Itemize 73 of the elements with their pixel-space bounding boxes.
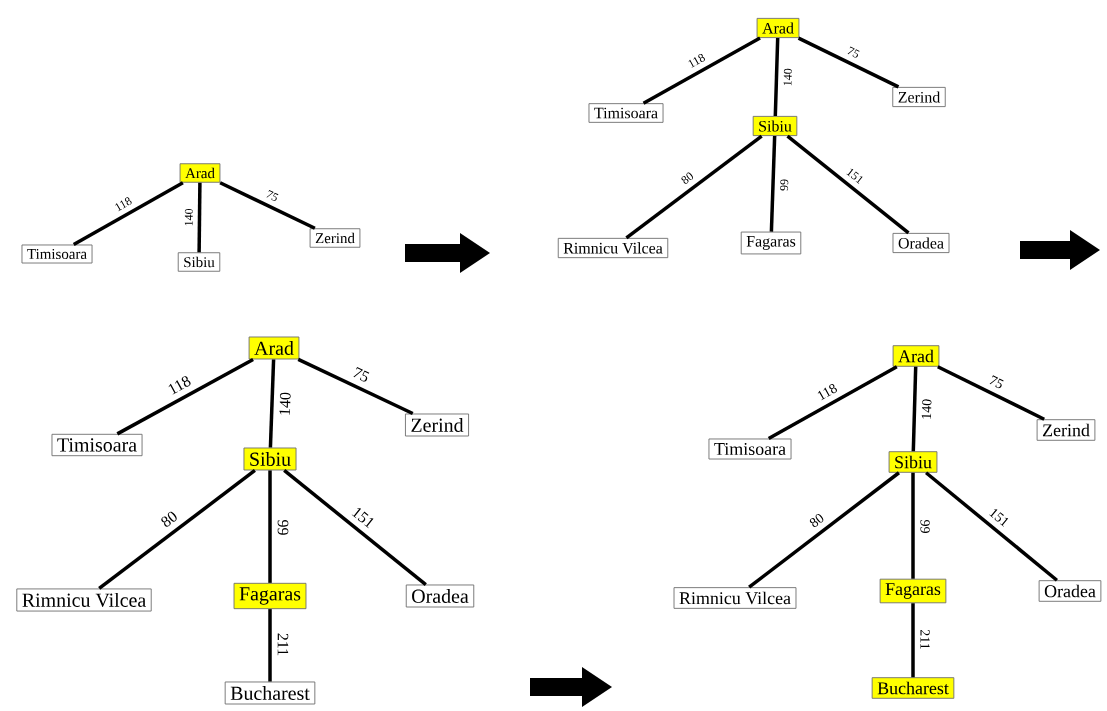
edge-label: 140 [279,392,291,415]
road-line [911,366,918,452]
road-line [748,471,900,589]
edge-label: 75 [847,46,860,58]
edge-label: 211 [277,633,289,656]
road-line [268,470,272,583]
city-box: Timisoara [21,244,93,264]
city-box: Rimnicu Vilcea [557,237,669,259]
edge-label: 140 [921,399,932,419]
city-box: Timisoara [708,438,792,460]
edge-label: 118 [688,53,705,68]
highlighted-city-box: Fagaras [233,582,307,610]
road-line [116,357,254,436]
road-line [911,603,915,678]
city-box: Zerind [892,86,946,108]
edge-label: 80 [681,172,693,184]
city-box: Fagaras [740,231,802,255]
city-box: Sibiu [177,252,221,272]
city-box: Bucharest [224,681,316,705]
edge-label: 118 [115,197,132,212]
edge-label: 80 [809,513,824,528]
road-line [98,469,256,590]
city-box: Oradea [405,584,475,608]
road-line [72,181,184,247]
edge-label: 211 [920,629,930,649]
edge-label: 99 [920,519,930,533]
road-line [924,471,1059,582]
edge-label: 75 [989,375,1004,389]
road-line [786,134,910,235]
road-line [297,357,414,416]
edge-label: 140 [783,68,792,86]
road-line [911,472,915,579]
city-box: Timisoara [588,103,664,123]
edge-label: 151 [846,168,863,184]
highlighted-city-box: Arad [892,345,940,367]
edge-label: 99 [780,179,789,191]
highlighted-city-box: Arad [756,17,800,39]
edge-label: 75 [266,190,279,201]
road-line [219,181,316,230]
edge-label: 75 [353,366,370,382]
road-line [268,359,276,448]
city-box: Zerind [309,228,361,248]
highlighted-city-box: Sibiu [243,447,297,471]
city-box: Zerind [1036,419,1096,441]
road-line [769,136,777,232]
edge-label: 118 [168,376,191,395]
highlighted-city-box: Fagaras [879,578,947,604]
road-line [773,38,780,116]
road-line [797,36,900,89]
highlighted-city-box: Sibiu [752,115,798,137]
highlighted-city-box: Sibiu [888,451,938,473]
city-box: Oradea [1038,580,1102,602]
edge-label: 151 [989,508,1009,527]
road-line [937,365,1045,421]
edge-label: 80 [161,511,177,527]
highlighted-city-box: Arad [248,336,300,360]
road-line [268,609,272,682]
city-box: Rimnicu Vilcea [673,587,797,609]
city-box: Timisoara [51,433,143,457]
road-line [642,36,761,105]
edge-label: 99 [277,520,289,535]
city-box: Zerind [405,413,469,437]
road-line [625,134,763,240]
edge-label: 151 [351,508,374,529]
city-box: Rimnicu Vilcea [16,588,152,612]
city-box: Oradea [892,232,950,254]
road-line [197,182,202,253]
highlighted-city-box: Bucharest [871,677,955,699]
edge-label: 140 [184,208,193,226]
road-line [767,365,898,441]
highlighted-city-box: Arad [179,163,221,183]
edge-label: 118 [817,384,837,401]
road-line [283,469,427,586]
